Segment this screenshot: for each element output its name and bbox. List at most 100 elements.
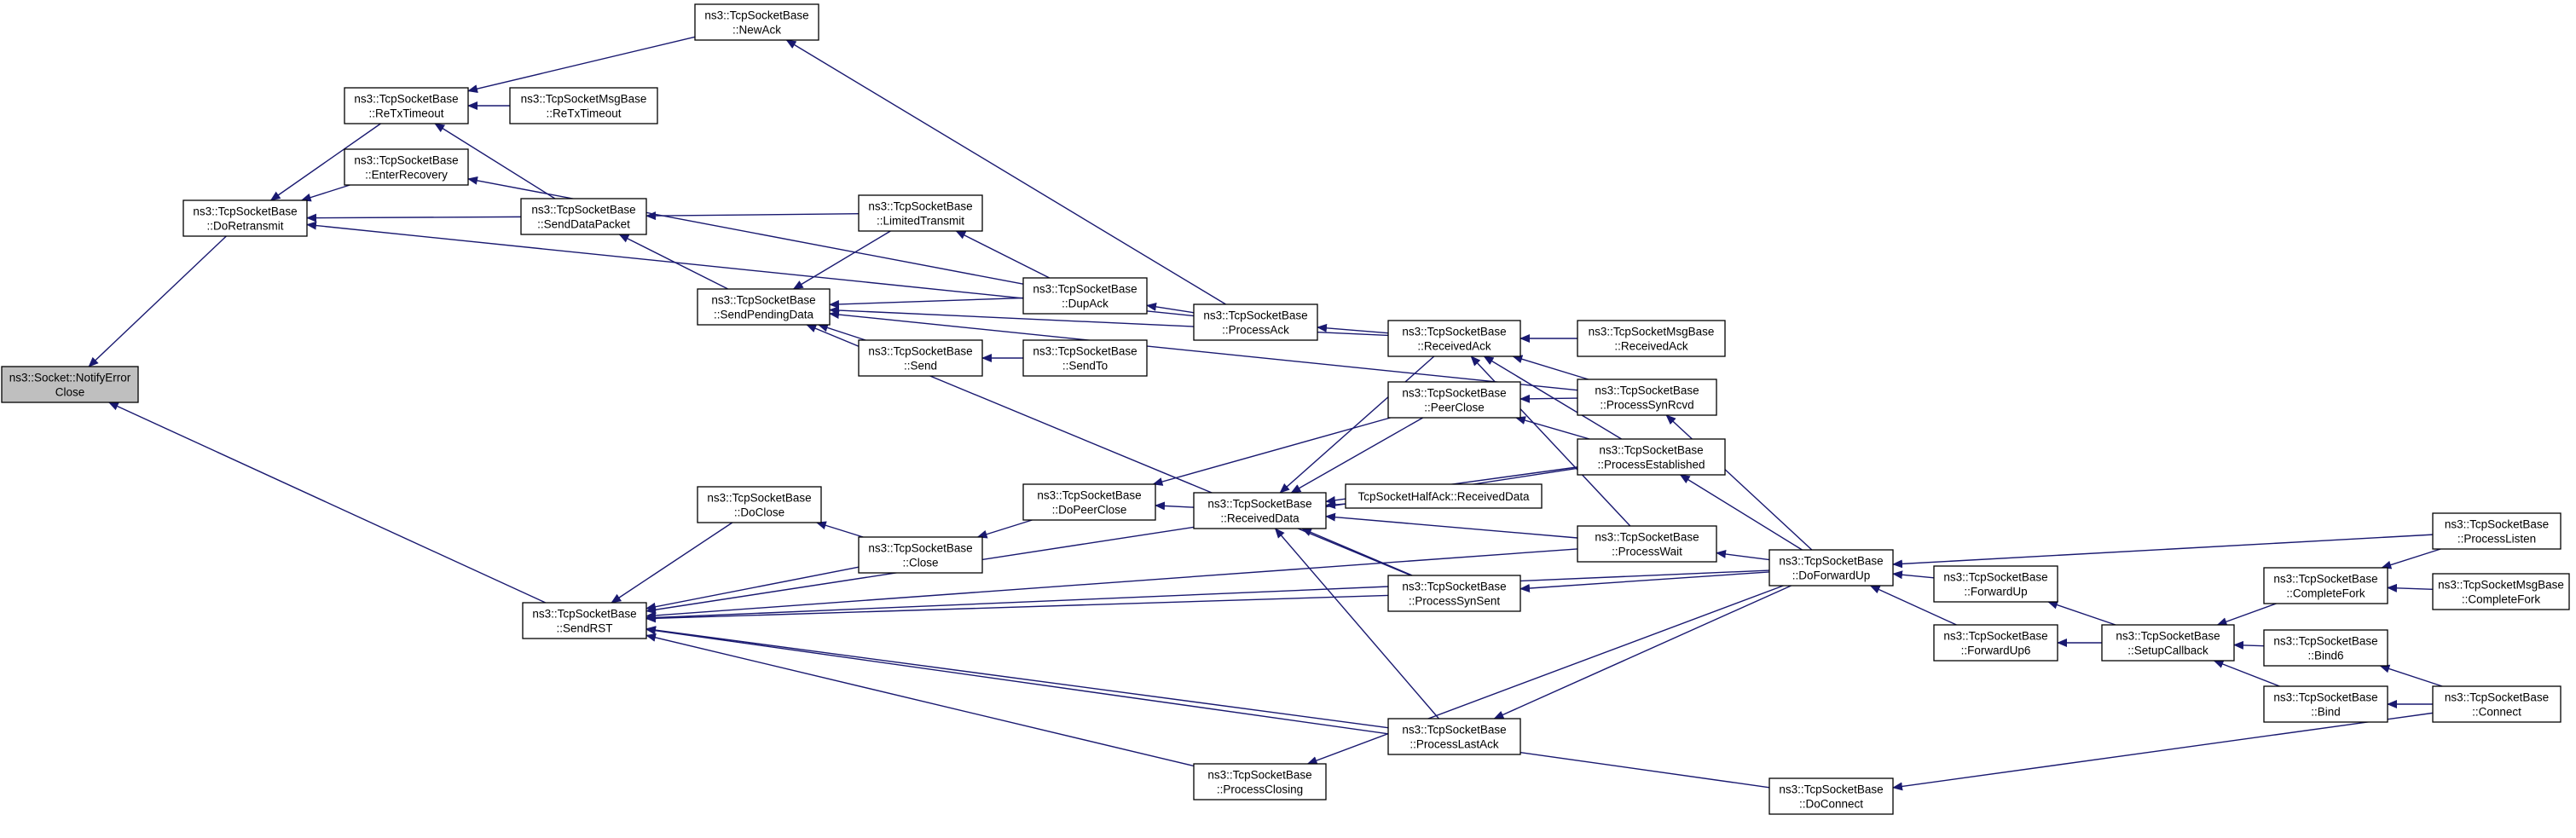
node-msgReTxTimeout[interactable]: ns3::TcpSocketMsgBase::ReTxTimeout [509,87,658,124]
edge-doForwardUp-to-processWait [1716,550,1770,561]
node-box [1577,320,1726,357]
node-label-line: ns3::TcpSocketBase [532,608,636,621]
node-label-line: ns3::TcpSocketBase [354,154,458,167]
node-label-line: ::ProcessLastAck [1410,738,1499,751]
node-label-line: ns3::TcpSocketBase [707,492,811,505]
node-send[interactable]: ns3::TcpSocketBase::Send [858,339,983,377]
edge-processListen-to-doForwardUp [1892,534,2434,569]
node-box [1022,483,1156,521]
edge-doForwardUp-to-sendRST [645,569,1770,622]
node-enterRecovery[interactable]: ns3::TcpSocketBase::EnterRecovery [344,148,469,186]
node-sendPendingData[interactable]: ns3::TcpSocketBase::SendPendingData [697,288,831,326]
edge-close-to-sendRST [645,566,860,611]
node-label-line: ns3::TcpSocketBase [1599,444,1703,457]
node-label-line: ns3::TcpSocketBase [1207,498,1311,511]
node-msgCompleteFork[interactable]: ns3::TcpSocketMsgBase::CompleteFork [2432,573,2570,610]
node-doForwardUp[interactable]: ns3::TcpSocketBase::DoForwardUp [1768,549,1894,587]
node-processAck[interactable]: ns3::TcpSocketBase::ProcessAck [1193,303,1318,341]
node-msgReceivedAck[interactable]: ns3::TcpSocketMsgBase::ReceivedAck [1577,320,1726,357]
edge-send-to-sendPendingData [817,323,866,341]
node-label-line: ns3::TcpSocketBase [1203,309,1307,322]
edge-connect-to-bind6 [2379,664,2443,687]
node-box [1022,339,1148,377]
node-doPeerClose[interactable]: ns3::TcpSocketBase::DoPeerClose [1022,483,1156,521]
node-label-line: ns3::TcpSocketBase [193,205,297,218]
node-setupCallback[interactable]: ns3::TcpSocketBase::SetupCallback [2101,624,2235,662]
edge-processAck-to-dupAck [1146,302,1195,314]
node-label-line: ns3::TcpSocketBase [868,200,972,213]
node-processWait[interactable]: ns3::TcpSocketBase::ProcessWait [1577,525,1717,563]
node-sendDataPacket[interactable]: ns3::TcpSocketBase::SendDataPacket [520,198,647,235]
node-connect[interactable]: ns3::TcpSocketBase::Connect [2432,685,2562,723]
node-processClosing[interactable]: ns3::TcpSocketBase::ProcessClosing [1193,763,1327,800]
node-box [2263,629,2388,667]
edge-receivedAck-to-receivedData [1279,355,1435,494]
node-label-line: ::ProcessEstablished [1597,459,1705,471]
node-label-line: ::ProcessSynSent [1409,595,1501,608]
node-box [522,602,647,639]
node-completeFork[interactable]: ns3::TcpSocketBase::CompleteFork [2263,567,2388,604]
node-processEstablished[interactable]: ns3::TcpSocketBase::ProcessEstablished [1577,438,1726,476]
node-label-line: ns3::TcpSocketBase [868,345,972,358]
edge-doForwardUp-to-processEstablished [1679,474,1803,551]
edge-processSynRcvd-to-sendPendingData [829,310,1578,391]
node-label-line: ns3::TcpSocketBase [1943,571,2047,584]
node-label-line: ns3::TcpSocketMsgBase [2438,579,2564,592]
edge-limitedTransmit-to-sendPendingData [792,230,891,290]
node-processListen[interactable]: ns3::TcpSocketBase::ProcessListen [2432,512,2562,550]
edge-doPeerClose-to-close [976,519,1033,539]
node-label-line: ::SendRST [556,622,612,635]
node-processSynSent[interactable]: ns3::TcpSocketBase::ProcessSynSent [1387,575,1521,612]
edge-processEstablished-to-peerClose [1514,416,1590,440]
node-newAck[interactable]: ns3::TcpSocketBase::NewAck [694,3,819,41]
edge-processSynRcvd-to-peerClose [1520,394,1578,403]
node-processLastAck[interactable]: ns3::TcpSocketBase::ProcessLastAck [1387,718,1521,755]
node-sendTo[interactable]: ns3::TcpSocketBase::SendTo [1022,339,1148,377]
node-box [1387,381,1521,419]
node-doClose[interactable]: ns3::TcpSocketBase::DoClose [697,486,822,523]
node-label-line: ::LimitedTransmit [877,215,964,228]
node-label-line: ::CompleteFork [2462,593,2541,606]
edge-processWait-to-sendRST [645,548,1578,620]
node-doConnect[interactable]: ns3::TcpSocketBase::DoConnect [1768,777,1894,815]
node-forwardUp6[interactable]: ns3::TcpSocketBase::ForwardUp6 [1933,624,2058,662]
edge-close-to-doClose [815,521,864,538]
node-box [1387,575,1521,612]
node-receivedAck[interactable]: ns3::TcpSocketBase::ReceivedAck [1387,320,1521,357]
node-label-line: ns3::TcpSocketBase [704,9,808,22]
node-label-line: ns3::TcpSocketBase [1402,724,1506,737]
node-box [509,87,658,124]
node-label-line: ns3::TcpSocketBase [1033,345,1137,358]
edge-peerClose-to-receivedData [1290,417,1424,494]
node-label-line: ns3::TcpSocketBase [1943,630,2047,643]
node-label-line: ns3::TcpSocketBase [354,93,458,106]
node-forwardUp[interactable]: ns3::TcpSocketBase::ForwardUp [1933,565,2058,603]
node-label-line: ns3::TcpSocketBase [1595,384,1699,397]
node-box [1577,525,1717,563]
node-halfAckReceivedData[interactable]: TcpSocketHalfAck::ReceivedData [1345,483,1543,509]
node-doRetransmit[interactable]: ns3::TcpSocketBase::DoRetransmit [182,199,308,237]
edge-processWait-to-receivedData [1325,512,1578,539]
edge-doClose-to-sendRST [611,522,733,604]
node-label-line: ::ForwardUp [1964,586,2027,598]
node-limitedTransmit[interactable]: ns3::TcpSocketBase::LimitedTransmit [858,194,983,232]
node-box [1,366,139,403]
node-bind[interactable]: ns3::TcpSocketBase::Bind [2263,685,2388,723]
node-label-line: ns3::TcpSocketBase [1402,387,1506,400]
node-processSynRcvd[interactable]: ns3::TcpSocketBase::ProcessSynRcvd [1577,379,1717,416]
node-close[interactable]: ns3::TcpSocketBase::Close [858,536,983,574]
node-label-line: ::ReceivedAck [1614,340,1688,353]
node-sendRST[interactable]: ns3::TcpSocketBase::SendRST [522,602,647,639]
edge-reTxTimeout-to-doRetransmit [269,123,381,201]
node-reTxTimeout[interactable]: ns3::TcpSocketBase::ReTxTimeout [344,87,469,124]
node-peerClose[interactable]: ns3::TcpSocketBase::PeerClose [1387,381,1521,419]
node-box [1345,483,1543,509]
node-bind6[interactable]: ns3::TcpSocketBase::Bind6 [2263,629,2388,667]
edge-doForwardUp-to-processLastAck [1493,585,1792,720]
node-label-line: ns3::TcpSocketBase [1779,555,1883,568]
node-dupAck[interactable]: ns3::TcpSocketBase::DupAck [1022,277,1148,315]
edge-limitedTransmit-to-sendDataPacket [645,211,860,221]
node-receivedData[interactable]: ns3::TcpSocketBase::ReceivedData [1193,492,1327,529]
